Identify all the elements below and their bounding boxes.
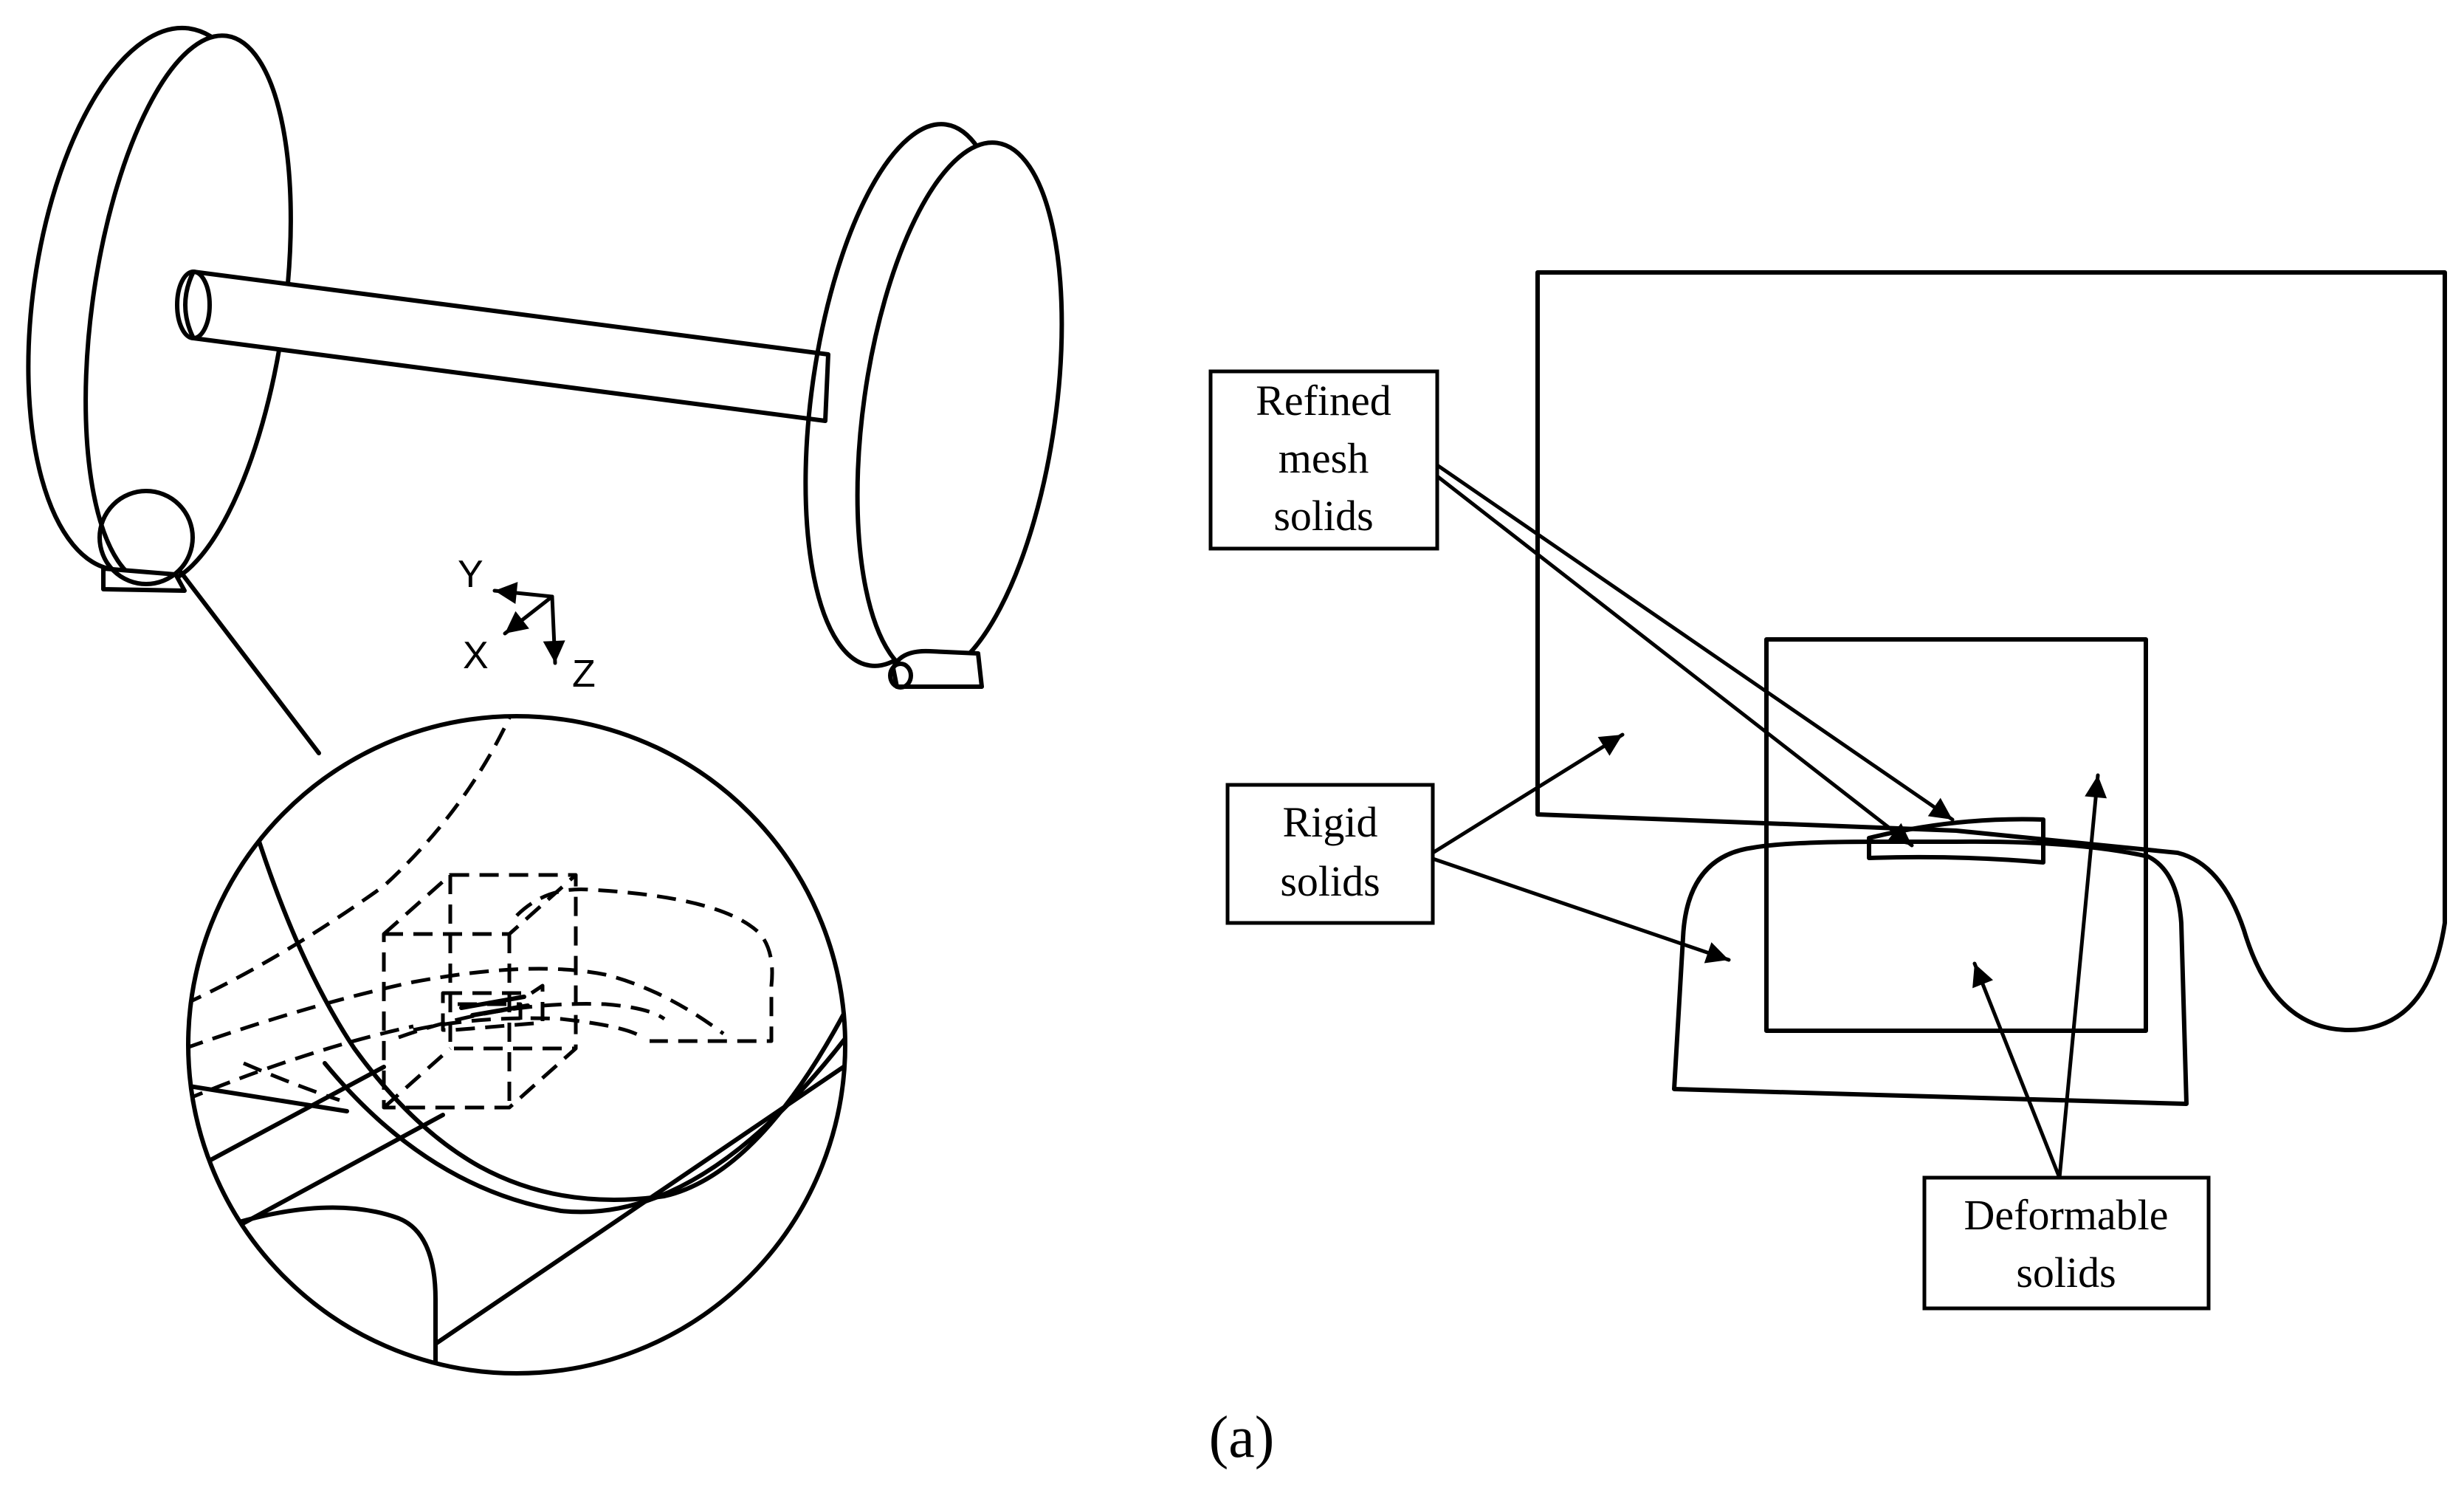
label-deformable-line1: Deformable xyxy=(1964,1191,2169,1239)
callout-leader-line xyxy=(179,570,321,755)
arrow-rigid-2 xyxy=(1431,856,1731,964)
rail-rigid-outline xyxy=(1672,839,2189,1106)
refined-mesh-contact-patch xyxy=(1867,817,2045,865)
coordinate-axes: Y X Z xyxy=(458,553,596,696)
right-rail-segment xyxy=(888,648,984,690)
magnified-contact-detail xyxy=(186,714,847,1376)
axle xyxy=(183,269,830,423)
axis-label-y: Y xyxy=(458,553,483,596)
arrow-refined-1 xyxy=(1435,463,1955,822)
label-refined-line3: solids xyxy=(1273,492,1373,540)
axis-label-x: X xyxy=(463,634,489,677)
arrow-deformable-2 xyxy=(2057,773,2107,1180)
figure-caption: (a) xyxy=(1209,1405,1275,1470)
detail-callout-circle xyxy=(97,489,195,586)
label-box-rigid xyxy=(1225,783,1435,925)
deformable-region-box xyxy=(1764,637,2148,1033)
label-rigid-line2: solids xyxy=(1280,857,1380,905)
label-refined-line1: Refined xyxy=(1256,377,1391,425)
label-box-refined-mesh xyxy=(1208,369,1439,551)
label-box-deformable xyxy=(1922,1175,2211,1311)
wheelset-drawing xyxy=(26,25,1064,755)
label-deformable-line2: solids xyxy=(2016,1249,2116,1297)
arrow-refined-2 xyxy=(1435,474,1914,848)
arrow-deformable-1 xyxy=(1972,961,2062,1180)
arrow-rigid-1 xyxy=(1431,732,1625,855)
axis-label-z: Z xyxy=(572,653,596,696)
wheel-rigid-outline xyxy=(1535,270,2447,1032)
label-refined-line2: mesh xyxy=(1279,434,1369,482)
label-rigid-line1: Rigid xyxy=(1283,798,1378,846)
section-view: Refined mesh solids Rigid solids Deforma… xyxy=(1208,270,2447,1311)
refined-mesh-boxes-iso xyxy=(382,873,774,1110)
left-rail-segment xyxy=(101,566,187,593)
